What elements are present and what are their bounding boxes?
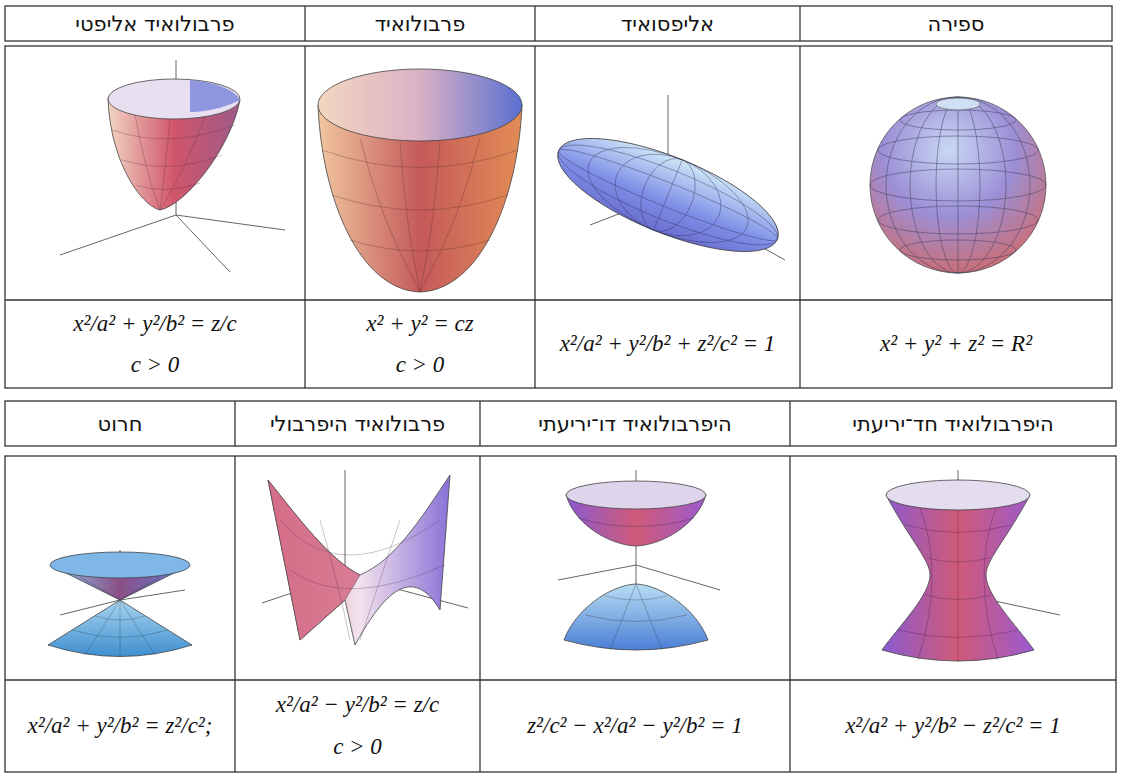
- surface-name: פרבולואיד: [375, 12, 466, 36]
- surface-name: היפרבולואיד דו־יריעתי: [538, 412, 731, 436]
- table-cell: x²/a² + y²/b² = z²/c²;: [5, 680, 235, 772]
- surface-name: פרבולואיד היפרבולי: [270, 412, 445, 436]
- surface-equation: c > 0: [131, 352, 180, 378]
- table-cell: c > 0: [5, 344, 305, 386]
- saddle-figure: [262, 470, 468, 645]
- table-cell: אליפסואיד: [535, 6, 800, 41]
- surface-name: אליפסואיד: [621, 12, 714, 36]
- surface-equation: z²/c² − x²/a² − y²/b² = 1: [527, 713, 743, 739]
- table-cell: פרבולואיד אליפטי: [5, 6, 305, 41]
- sphere-figure: [870, 97, 1046, 273]
- paraboloid-figure: [318, 69, 522, 292]
- surface-equation: x²/a² + y²/b² + z²/c² = 1: [560, 331, 776, 357]
- table-cell: x² + y² + z² = R²: [800, 300, 1112, 388]
- table-cell: x² + y² = cz: [305, 302, 535, 346]
- surface-name: ספירה: [927, 12, 984, 36]
- table-cell: x²/a² + y²/b² − z²/c² = 1: [790, 680, 1116, 772]
- table-cell: היפרבולואיד דו־יריעתי: [480, 401, 790, 446]
- surface-equation: x² + y² = cz: [366, 311, 473, 337]
- two-sheet-hyperboloid-figure: [558, 470, 720, 650]
- surface-name: חרוט: [98, 412, 143, 436]
- table-cell: ספירה: [800, 6, 1112, 41]
- one-sheet-hyperboloid-figure: [882, 470, 1060, 662]
- table-cell: x²/a² + y²/b² = z/c: [5, 302, 305, 346]
- ellipsoid-figure: [544, 95, 791, 274]
- table-cell: פרבולואיד: [305, 6, 535, 41]
- elliptic-paraboloid-figure: [60, 60, 285, 272]
- table-cell: c > 0: [235, 724, 480, 770]
- table-cell: חרוט: [5, 401, 235, 446]
- surface-equation: c > 0: [333, 734, 382, 760]
- table-cell: היפרבולואיד חד־יריעתי: [790, 401, 1116, 446]
- surface-equation: x² + y² + z² = R²: [880, 331, 1032, 357]
- surface-name: פרבולואיד אליפטי: [75, 12, 234, 36]
- surface-name: היפרבולואיד חד־יריעתי: [852, 412, 1053, 436]
- table-cell: x²/a² + y²/b² + z²/c² = 1: [535, 300, 800, 388]
- surface-equation: x²/a² + y²/b² − z²/c² = 1: [845, 713, 1061, 739]
- surface-equation: x²/a² + y²/b² = z/c: [73, 311, 236, 337]
- surface-equation: c > 0: [396, 352, 445, 378]
- table-cell: z²/c² − x²/a² − y²/b² = 1: [480, 680, 790, 772]
- surface-equation: x²/a² − y²/b² = z/c: [276, 692, 439, 718]
- table-cell: פרבולואיד היפרבולי: [235, 401, 480, 446]
- table-cell: x²/a² − y²/b² = z/c: [235, 682, 480, 728]
- table-cell: c > 0: [305, 344, 535, 386]
- surface-equation: x²/a² + y²/b² = z²/c²;: [28, 713, 213, 739]
- cone-figure: [48, 550, 192, 657]
